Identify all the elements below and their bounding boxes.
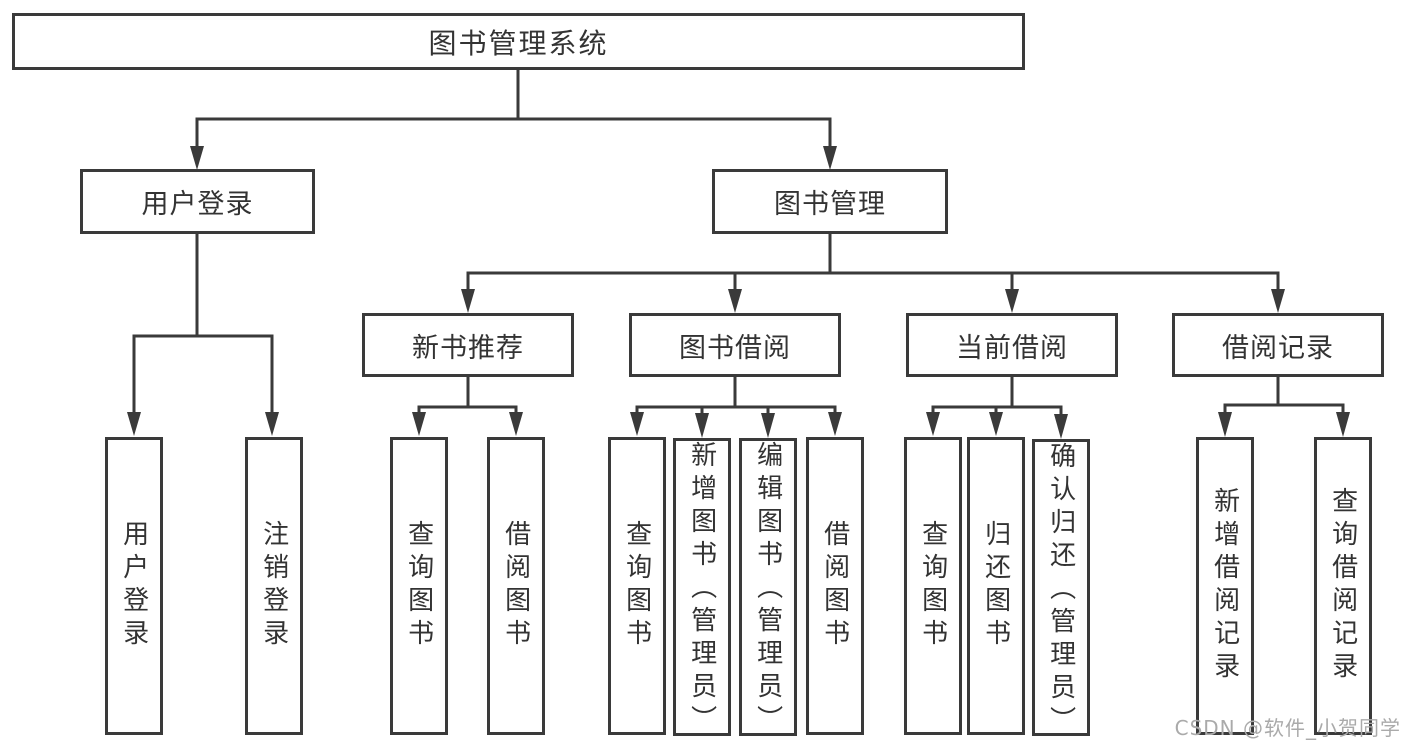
connector-user-login-branch <box>132 232 274 418</box>
leaf-logout: 注销登录 <box>245 437 303 735</box>
node-current-borrow: 当前借阅 <box>906 313 1118 377</box>
connector-book-management-branch <box>466 232 1280 294</box>
csdn-watermark: CSDN @软件_小贺同学 <box>1174 716 1401 740</box>
leaf-borrow-books-recommend: 借阅图书 <box>487 437 545 735</box>
leaf-add-borrow-record: 新增借阅记录 <box>1196 437 1254 735</box>
connector-root-to-level2 <box>195 68 832 152</box>
node-borrow-records: 借阅记录 <box>1172 313 1384 377</box>
leaf-borrow-books: 借阅图书 <box>806 437 864 735</box>
node-book-borrow: 图书借阅 <box>629 313 841 377</box>
node-book-management: 图书管理 <box>712 169 948 234</box>
connector-borrow-branch <box>635 375 837 418</box>
node-new-book-recommend: 新书推荐 <box>362 313 574 377</box>
leaf-edit-book-admin: 编辑图书（管理员） <box>739 438 797 738</box>
leaf-return-book: 归还图书 <box>967 437 1025 735</box>
leaf-confirm-return-admin: 确认归还（管理员） <box>1032 439 1090 739</box>
arrowheads <box>127 146 1350 439</box>
node-root-system: 图书管理系统 <box>12 13 1025 70</box>
leaf-query-books-borrow: 查询图书 <box>608 437 666 735</box>
leaf-query-borrow-record: 查询借阅记录 <box>1314 437 1372 735</box>
leaf-user-login: 用户登录 <box>105 437 163 735</box>
connector-recommend-branch <box>417 375 518 418</box>
leaf-query-books-recommend: 查询图书 <box>390 437 448 735</box>
leaf-query-books-current: 查询图书 <box>904 437 962 735</box>
leaf-add-book-admin: 新增图书（管理员） <box>673 438 731 738</box>
node-user-login: 用户登录 <box>80 169 315 234</box>
connector-records-branch <box>1223 375 1345 418</box>
connector-current-branch <box>931 375 1063 418</box>
